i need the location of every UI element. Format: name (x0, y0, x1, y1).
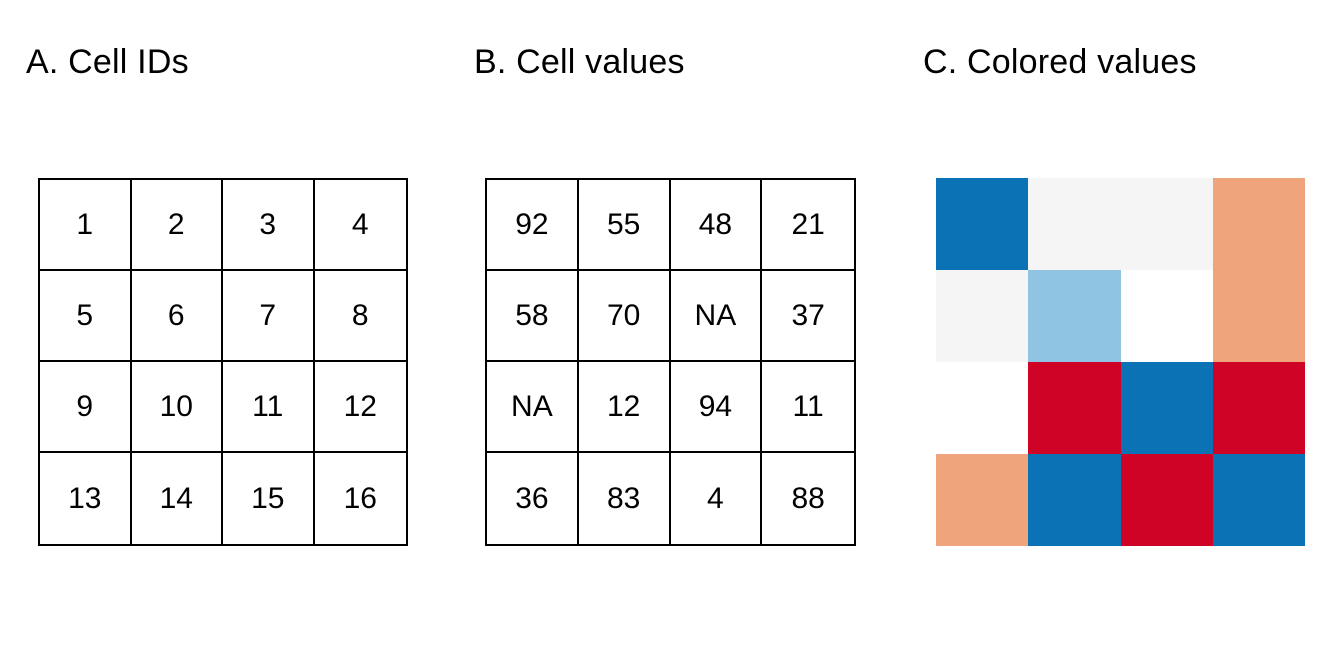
cell-id: 15 (223, 453, 315, 544)
cell-value: 37 (762, 271, 854, 362)
cell-id: 16 (314, 453, 406, 544)
color-cell (936, 362, 1029, 454)
color-cell (1212, 362, 1305, 454)
panel-c-title: C. Colored values (923, 43, 1197, 81)
color-cell (936, 178, 1029, 270)
color-cell (1120, 454, 1213, 546)
cell-value: 36 (487, 453, 579, 544)
color-cell (1028, 178, 1121, 270)
panel-colored-values: C. Colored values (900, 0, 1344, 672)
cell-value: NA (487, 362, 579, 453)
cell-id: 11 (223, 362, 315, 453)
cell-values-grid: 92 55 48 21 58 70 NA 37 NA 12 94 11 36 8… (485, 178, 856, 546)
cell-value: NA (670, 271, 763, 362)
cell-id: 6 (131, 271, 223, 362)
color-cell (1212, 270, 1305, 362)
cell-id: 4 (314, 180, 406, 271)
cell-value: 11 (762, 362, 854, 453)
color-cell (936, 454, 1029, 546)
color-cell (936, 270, 1029, 362)
cell-value: 70 (578, 271, 671, 362)
colored-values-grid (936, 178, 1305, 546)
panel-b-title: B. Cell values (474, 43, 685, 81)
cell-id: 1 (40, 180, 132, 271)
cell-value: 48 (670, 180, 763, 271)
panel-cell-values: B. Cell values 92 55 48 21 58 70 NA 37 N… (450, 0, 900, 672)
panel-a-title: A. Cell IDs (26, 43, 189, 81)
cell-id: 2 (131, 180, 223, 271)
color-cell (1120, 362, 1213, 454)
cell-id: 12 (314, 362, 406, 453)
color-cell (1028, 270, 1121, 362)
cell-id: 13 (40, 453, 132, 544)
color-cell (1028, 454, 1121, 546)
cell-id: 7 (223, 271, 315, 362)
color-cell (1028, 362, 1121, 454)
cell-id: 5 (40, 271, 132, 362)
cell-ids-grid: 1 2 3 4 5 6 7 8 9 10 11 12 13 14 15 16 (38, 178, 408, 546)
color-cell (1120, 270, 1213, 362)
cell-value: 83 (578, 453, 671, 544)
cell-value: 92 (487, 180, 579, 271)
cell-value: 88 (762, 453, 854, 544)
cell-value: 12 (578, 362, 671, 453)
panel-cell-ids: A. Cell IDs 1 2 3 4 5 6 7 8 9 10 11 12 1… (0, 0, 450, 672)
cell-value: 58 (487, 271, 579, 362)
cell-id: 3 (223, 180, 315, 271)
cell-id: 10 (131, 362, 223, 453)
cell-id: 9 (40, 362, 132, 453)
cell-value: 55 (578, 180, 671, 271)
cell-value: 94 (670, 362, 763, 453)
cell-id: 14 (131, 453, 223, 544)
color-cell (1212, 454, 1305, 546)
cell-value: 4 (670, 453, 763, 544)
cell-id: 8 (314, 271, 406, 362)
color-cell (1120, 178, 1213, 270)
cell-value: 21 (762, 180, 854, 271)
color-cell (1212, 178, 1305, 270)
